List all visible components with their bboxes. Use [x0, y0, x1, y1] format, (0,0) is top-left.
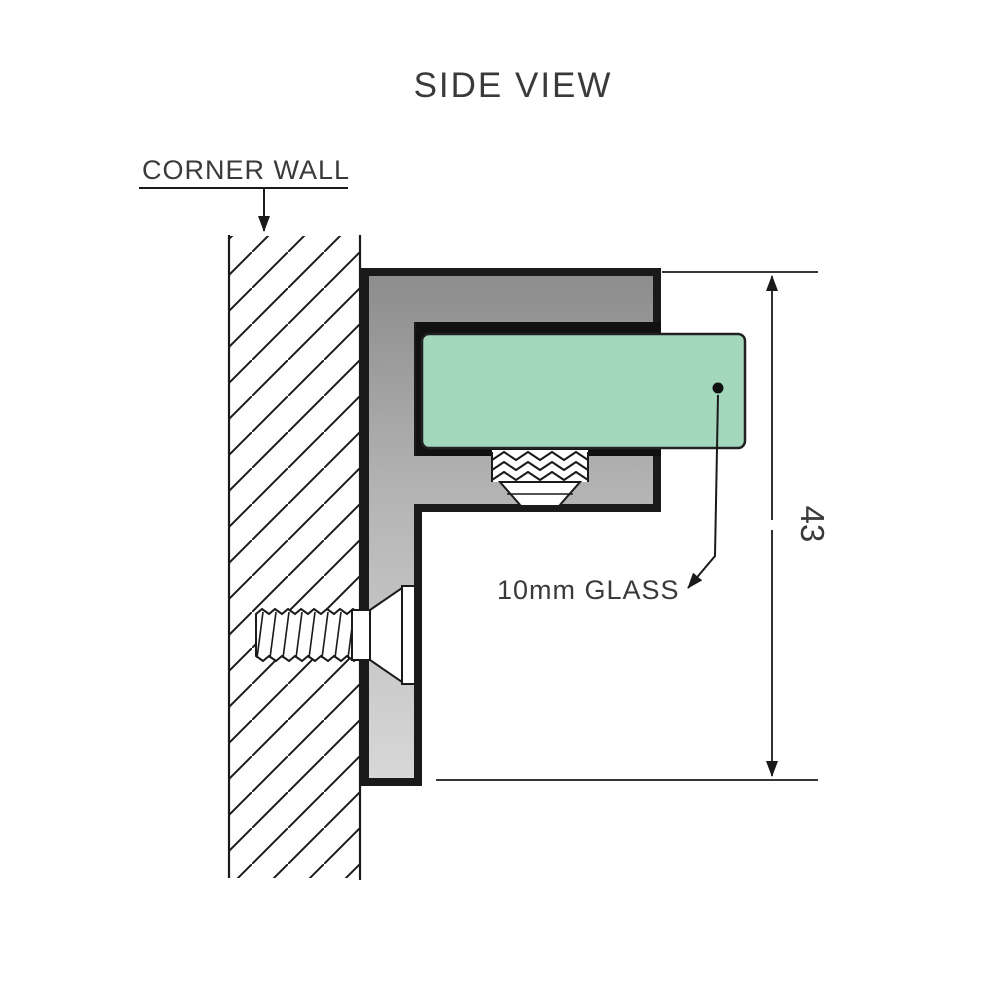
wall-screw-thread-body — [255, 607, 361, 663]
wall-screw-shank — [351, 609, 371, 661]
wall-screw-thread-lines — [256, 611, 355, 659]
page-title: SIDE VIEW — [414, 66, 613, 105]
corner-wall-label: CORNER WALL — [142, 155, 350, 185]
wall-hatching — [229, 236, 360, 878]
glass-reference-dot — [712, 382, 724, 394]
glass-leader-line — [687, 394, 719, 589]
wall-screw — [255, 585, 416, 685]
dimension-label: 43 — [794, 506, 831, 543]
grub-screw-thread-lines — [491, 450, 589, 482]
wall-screw-head-face — [401, 585, 416, 685]
grub-screw — [491, 450, 589, 507]
glass-panel — [420, 332, 747, 450]
glass-label: 10mm GLASS — [497, 575, 680, 605]
